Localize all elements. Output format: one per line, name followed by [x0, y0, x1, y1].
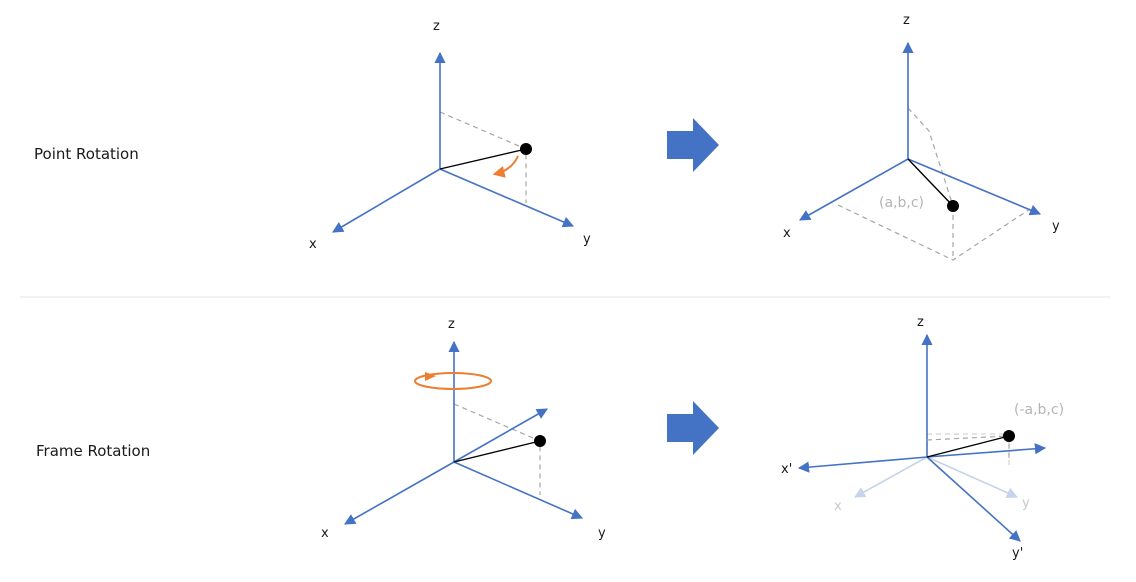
dashed-projection: [907, 107, 954, 207]
x-axis-label: x: [309, 237, 317, 252]
x-axis: [332, 168, 441, 233]
point-rotation-after: (a,b,c) z x y: [783, 13, 1060, 261]
right-arrow-icon: [667, 118, 719, 172]
x-prime-axis: [797, 456, 928, 473]
point-marker: [534, 435, 546, 447]
original-y-axis: [926, 456, 1019, 499]
x-axis-label: x: [783, 226, 791, 241]
frame-rotation-after: x y (-a,b,c) z x' y': [781, 315, 1064, 561]
right-arrow-icon: [667, 401, 719, 455]
z-axis-label: z: [448, 317, 455, 332]
rotation-arrow-head: [425, 372, 436, 381]
original-x-axis-label: x: [834, 499, 842, 514]
y-axis: [453, 461, 584, 520]
y-axis-label: y: [583, 232, 591, 247]
z-axis-label: z: [903, 13, 910, 28]
rotation-arrow-icon: [492, 155, 519, 178]
y-prime-axis: [926, 456, 1021, 542]
rotation-arrow-icon: [414, 372, 492, 390]
rotated-frame-axis: [453, 408, 548, 463]
point-vector: [453, 440, 541, 463]
point-coordinates: (a,b,c): [879, 195, 924, 211]
point-vector: [926, 435, 1010, 458]
point-rotation-before: z x y: [309, 19, 591, 252]
original-y-axis-label: y: [1022, 496, 1030, 511]
y-axis-label: y: [1052, 219, 1060, 234]
dashed-projection: [837, 204, 1031, 261]
y-prime-axis-label: y': [1012, 546, 1023, 561]
rotated-frame-axis: [926, 443, 1047, 458]
y-axis-label: y: [598, 526, 606, 541]
z-axis-label: z: [917, 315, 924, 330]
point-vector: [439, 148, 527, 170]
point-coordinates: (-a,b,c): [1014, 402, 1064, 418]
point-marker: [520, 143, 532, 155]
y-axis: [907, 158, 1042, 216]
point-marker: [947, 200, 959, 212]
point-rotation-label: Point Rotation: [34, 145, 139, 163]
x-axis: [799, 158, 909, 221]
x-axis: [344, 461, 455, 525]
point-marker: [1003, 430, 1015, 442]
x-axis-label: x: [321, 526, 329, 541]
frame-rotation-label: Frame Rotation: [36, 442, 151, 460]
dashed-projection: [439, 111, 527, 203]
x-prime-axis-label: x': [781, 462, 792, 477]
original-x-axis: [854, 456, 928, 498]
z-axis-label: z: [433, 19, 440, 34]
frame-rotation-before: z x y: [321, 317, 606, 541]
y-axis: [439, 168, 575, 228]
point-vector: [907, 158, 954, 207]
